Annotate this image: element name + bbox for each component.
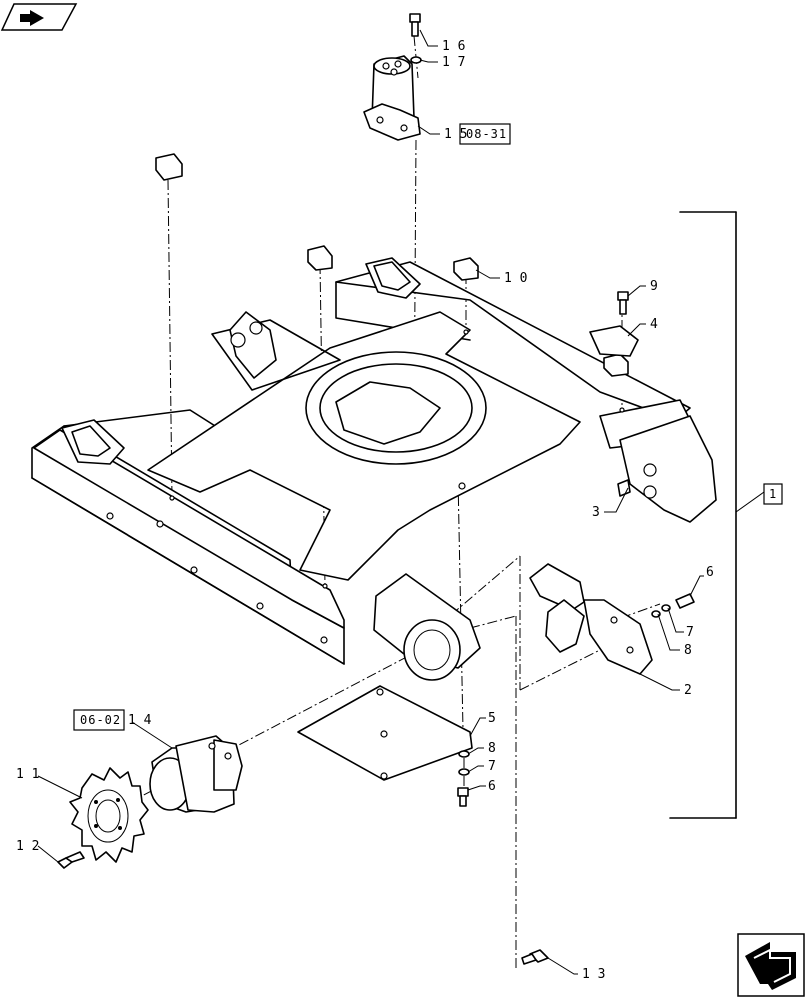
callout-13: 1 3 [582,967,605,982]
callout-6b: 6 [488,779,496,794]
callout-8a: 8 [684,643,692,658]
folder-arrow-icon[interactable] [0,3,78,31]
pad-blocks-10 [155,153,629,377]
callout-6a: 6 [706,565,714,580]
travel-motor-14 [149,735,243,813]
callout-labels: 1 6 1 7 1 5 1 0 9 4 3 6 7 8 2 5 8 7 6 1 … [16,39,714,982]
callout-14: 1 4 [128,713,152,728]
navigation-arrow-icon[interactable] [737,933,805,997]
callout-7a: 7 [686,625,694,640]
reference-text-1: 1 [769,487,777,501]
washer-17 [410,56,422,64]
reference-box-1[interactable]: 1 [763,483,783,505]
callout-9: 9 [650,279,658,294]
reference-text-06-02: 06-02 [80,713,121,727]
callout-3: 3 [592,505,600,520]
fasteners-6-7-8-right [651,593,695,618]
plate-4 [589,325,639,357]
reference-text-08-31: 08-31 [466,127,507,141]
callout-4: 4 [650,317,658,332]
bracket-3 [617,479,631,497]
leader-lines [37,29,704,975]
callout-12: 1 2 [16,839,39,854]
bolt-13 [521,949,549,965]
sprocket-11 [69,767,149,863]
callout-8b: 8 [488,741,496,756]
callout-10: 1 0 [504,271,527,286]
bolt-12 [57,851,85,869]
assembly-bracket [669,211,765,819]
callout-11: 1 1 [16,767,39,782]
bolt-9 [617,291,629,315]
reference-box-06-02[interactable]: 06-02 [73,709,125,731]
callout-5: 5 [488,711,496,726]
fasteners-6-7-8-bottom [457,750,470,807]
callout-15: 1 5 [444,127,467,142]
track-frame [31,257,717,681]
callout-17: 1 7 [442,55,465,70]
cover-2 [529,563,653,675]
swivel-joint-15 [363,55,421,141]
frame-holes [106,329,625,644]
callout-7b: 7 [488,759,496,774]
callout-16: 1 6 [442,39,465,54]
bolt-16 [409,13,421,37]
reference-box-08-31[interactable]: 08-31 [459,123,511,145]
plate-5 [297,685,473,781]
callout-2: 2 [684,683,692,698]
